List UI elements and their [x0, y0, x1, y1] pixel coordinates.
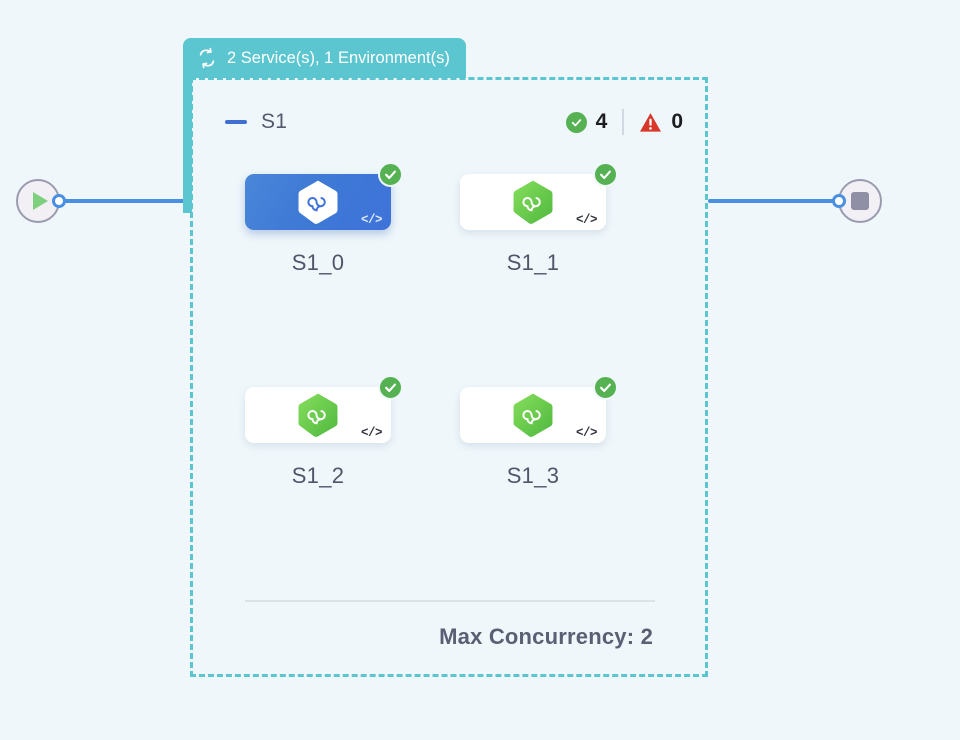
status-badge-success: [378, 375, 403, 400]
service-hex-icon: [298, 180, 338, 224]
service-node-s1-3[interactable]: </>: [460, 375, 618, 443]
group-collapse-toggle[interactable]: S1: [225, 110, 287, 134]
error-count: 0: [671, 110, 683, 133]
success-count: 4: [595, 110, 608, 133]
service-node-label: S1_3: [506, 463, 560, 488]
play-icon: [33, 192, 48, 210]
code-icon: </>: [575, 426, 598, 440]
end-node-input-port[interactable]: [832, 194, 846, 208]
node-cell: </> S1_3: [460, 375, 628, 489]
group-status-summary: 4 0: [565, 109, 683, 135]
group-footer-divider: [245, 600, 655, 602]
code-icon: </>: [360, 426, 383, 440]
max-concurrency-label: Max Concurrency: 2: [439, 624, 653, 649]
service-node-label: S1_1: [506, 250, 560, 275]
service-hex-icon: [513, 180, 553, 224]
group-tab-label: 2 Service(s), 1 Environment(s): [227, 48, 450, 67]
edge-group-to-end: [708, 199, 838, 203]
code-icon: </>: [575, 213, 598, 227]
group-tab-header[interactable]: 2 Service(s), 1 Environment(s): [183, 38, 466, 78]
status-badge-success: [378, 162, 403, 187]
service-node-s1-2[interactable]: </>: [245, 375, 403, 443]
group-name-label: S1: [261, 110, 288, 133]
service-node-label: S1_0: [291, 250, 345, 275]
service-hex-icon: [513, 393, 553, 437]
check-circle-icon: [565, 111, 587, 133]
loop-icon: [199, 47, 215, 69]
service-node-label: S1_2: [291, 463, 345, 488]
warning-triangle-icon: [640, 112, 662, 132]
node-cell: </> S1_0: [245, 162, 413, 276]
node-cell: </> S1_1: [460, 162, 628, 276]
status-badge-success: [593, 162, 618, 187]
minus-icon: [225, 120, 247, 124]
edge-start-to-group: [62, 199, 190, 203]
group-header-row: S1 4 0: [193, 105, 705, 139]
service-hex-icon: [298, 393, 338, 437]
node-cell: </> S1_2: [245, 375, 413, 489]
status-badge-success: [593, 375, 618, 400]
start-node-output-port[interactable]: [52, 194, 66, 208]
code-icon: </>: [360, 213, 383, 227]
group-tab-spine: [183, 38, 192, 213]
service-node-grid: </> S1_0: [193, 162, 705, 489]
service-group-container: S1 4 0: [190, 77, 708, 677]
stop-icon: [851, 192, 869, 210]
service-node-s1-1[interactable]: </>: [460, 162, 618, 230]
service-node-s1-0[interactable]: </>: [245, 162, 403, 230]
status-divider: [622, 109, 625, 135]
